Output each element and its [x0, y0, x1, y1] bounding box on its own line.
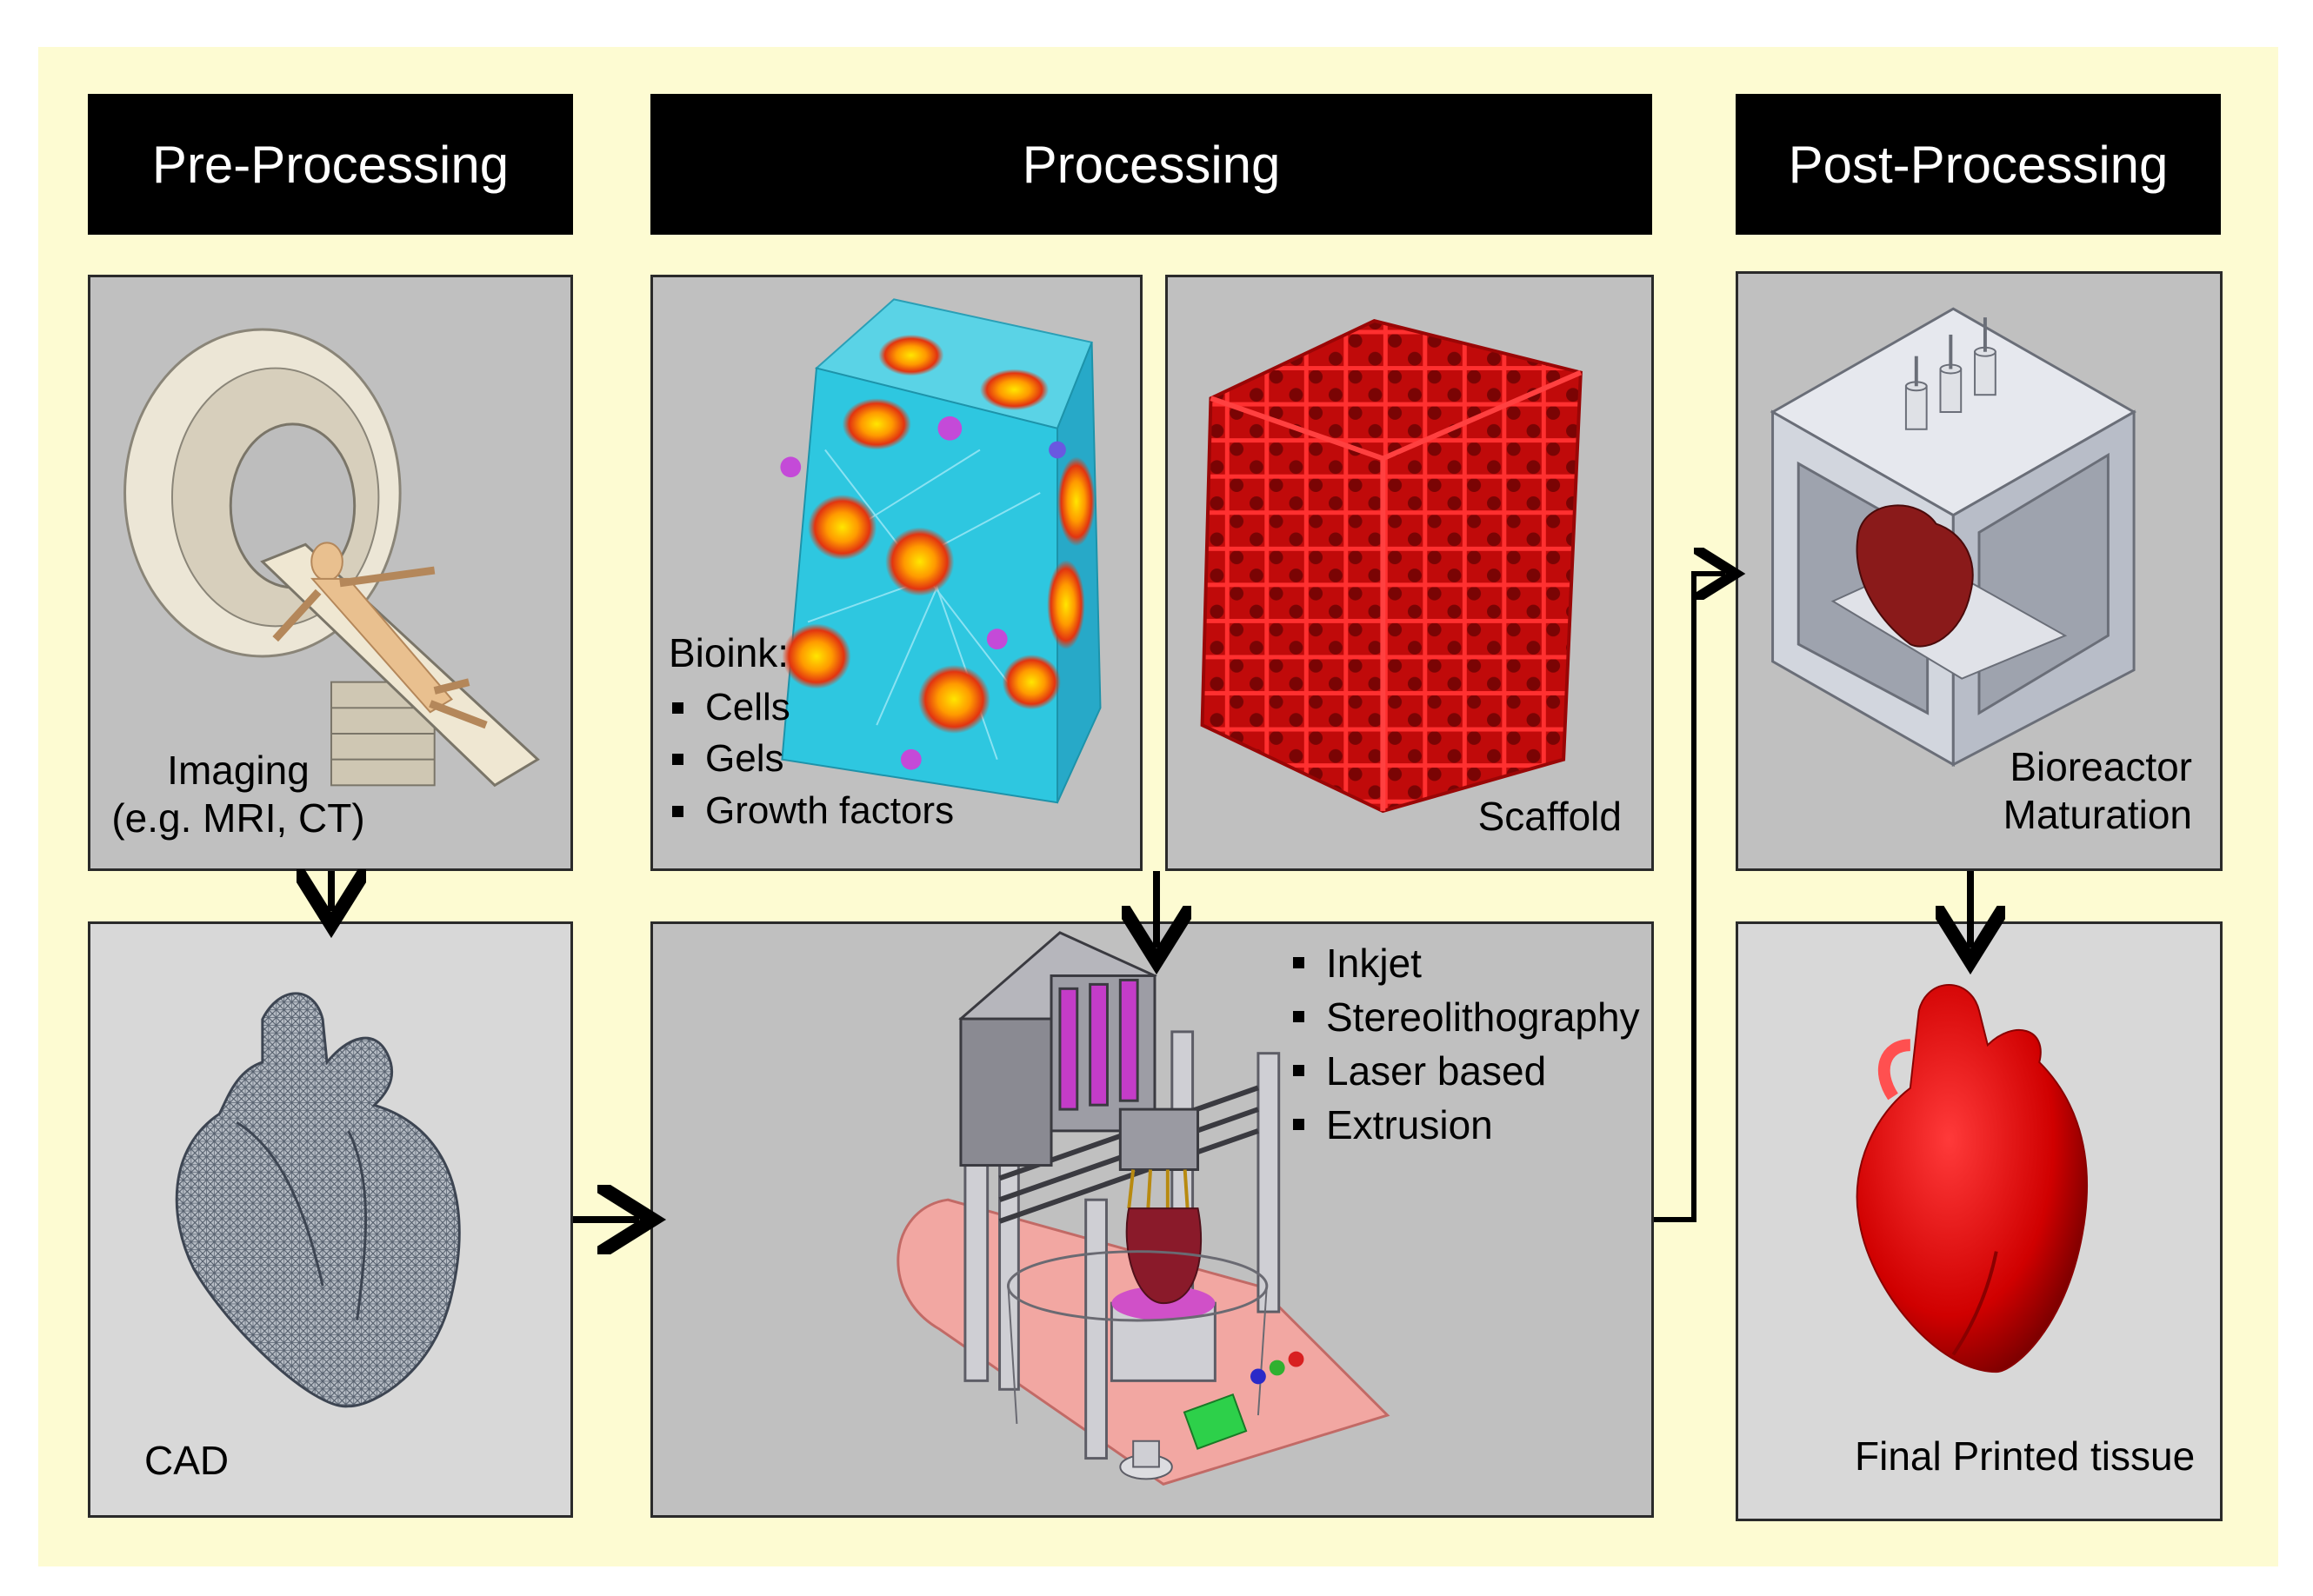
bioreactor-label-line1: Bioreactor — [2010, 744, 2192, 789]
panel-printing: Inkjet Stereolithography Laser based Ext… — [650, 921, 1654, 1518]
header-pre-processing-label: Pre-Processing — [151, 135, 510, 194]
final-tissue-label: Final Printed tissue — [1855, 1433, 2196, 1479]
scaffold-label: Scaffold — [1477, 794, 1622, 839]
method-inkjet: Inkjet — [1290, 936, 1640, 990]
mri-scanner-icon — [123, 328, 540, 788]
header-post-processing: Post-Processing — [1736, 94, 2221, 235]
method-laser-based: Laser based — [1290, 1044, 1640, 1098]
header-processing-label: Processing — [1022, 135, 1281, 194]
panel-cad: CAD — [88, 921, 573, 1518]
panel-scaffold: Scaffold — [1165, 275, 1654, 871]
imaging-label-line1: Imaging — [167, 748, 310, 793]
bioink-title: Bioink: — [669, 630, 790, 675]
method-stereolithography: Stereolithography — [1290, 990, 1640, 1044]
cad-label: CAD — [144, 1438, 230, 1483]
bioink-item-gels: Gels — [669, 733, 954, 784]
imaging-label-line2: (e.g. MRI, CT) — [111, 795, 365, 841]
mesh-heart-icon — [175, 992, 461, 1408]
bioprinter-icon — [897, 931, 1390, 1486]
header-pre-processing: Pre-Processing — [88, 94, 573, 235]
imaging-label: Imaging (e.g. MRI, CT) — [90, 747, 386, 842]
header-post-processing-label: Post-Processing — [1788, 135, 2169, 194]
printed-heart-icon — [1856, 983, 2089, 1373]
bioreactor-label: Bioreactor Maturation — [2003, 743, 2192, 839]
panel-bioink: Bioink: Cells Gels Growth factors — [650, 275, 1143, 871]
bioink-item-growth-factors: Growth factors — [669, 785, 954, 836]
panel-imaging: Imaging (e.g. MRI, CT) — [88, 275, 573, 871]
bioink-list: Cells Gels Growth factors — [669, 682, 954, 836]
scaffold-lattice-icon — [1200, 319, 1583, 814]
method-extrusion: Extrusion — [1290, 1098, 1640, 1152]
bioreactor-icon — [1770, 307, 2137, 768]
bioink-cube-icon — [780, 298, 1102, 804]
panel-final-tissue: Final Printed tissue — [1736, 921, 2223, 1521]
bioreactor-label-line2: Maturation — [2003, 792, 2192, 838]
header-processing: Processing — [650, 94, 1652, 235]
printing-methods-list: Inkjet Stereolithography Laser based Ext… — [1290, 936, 1640, 1152]
bioink-item-cells: Cells — [669, 682, 954, 733]
panel-bioreactor: Bioreactor Maturation — [1736, 271, 2223, 871]
